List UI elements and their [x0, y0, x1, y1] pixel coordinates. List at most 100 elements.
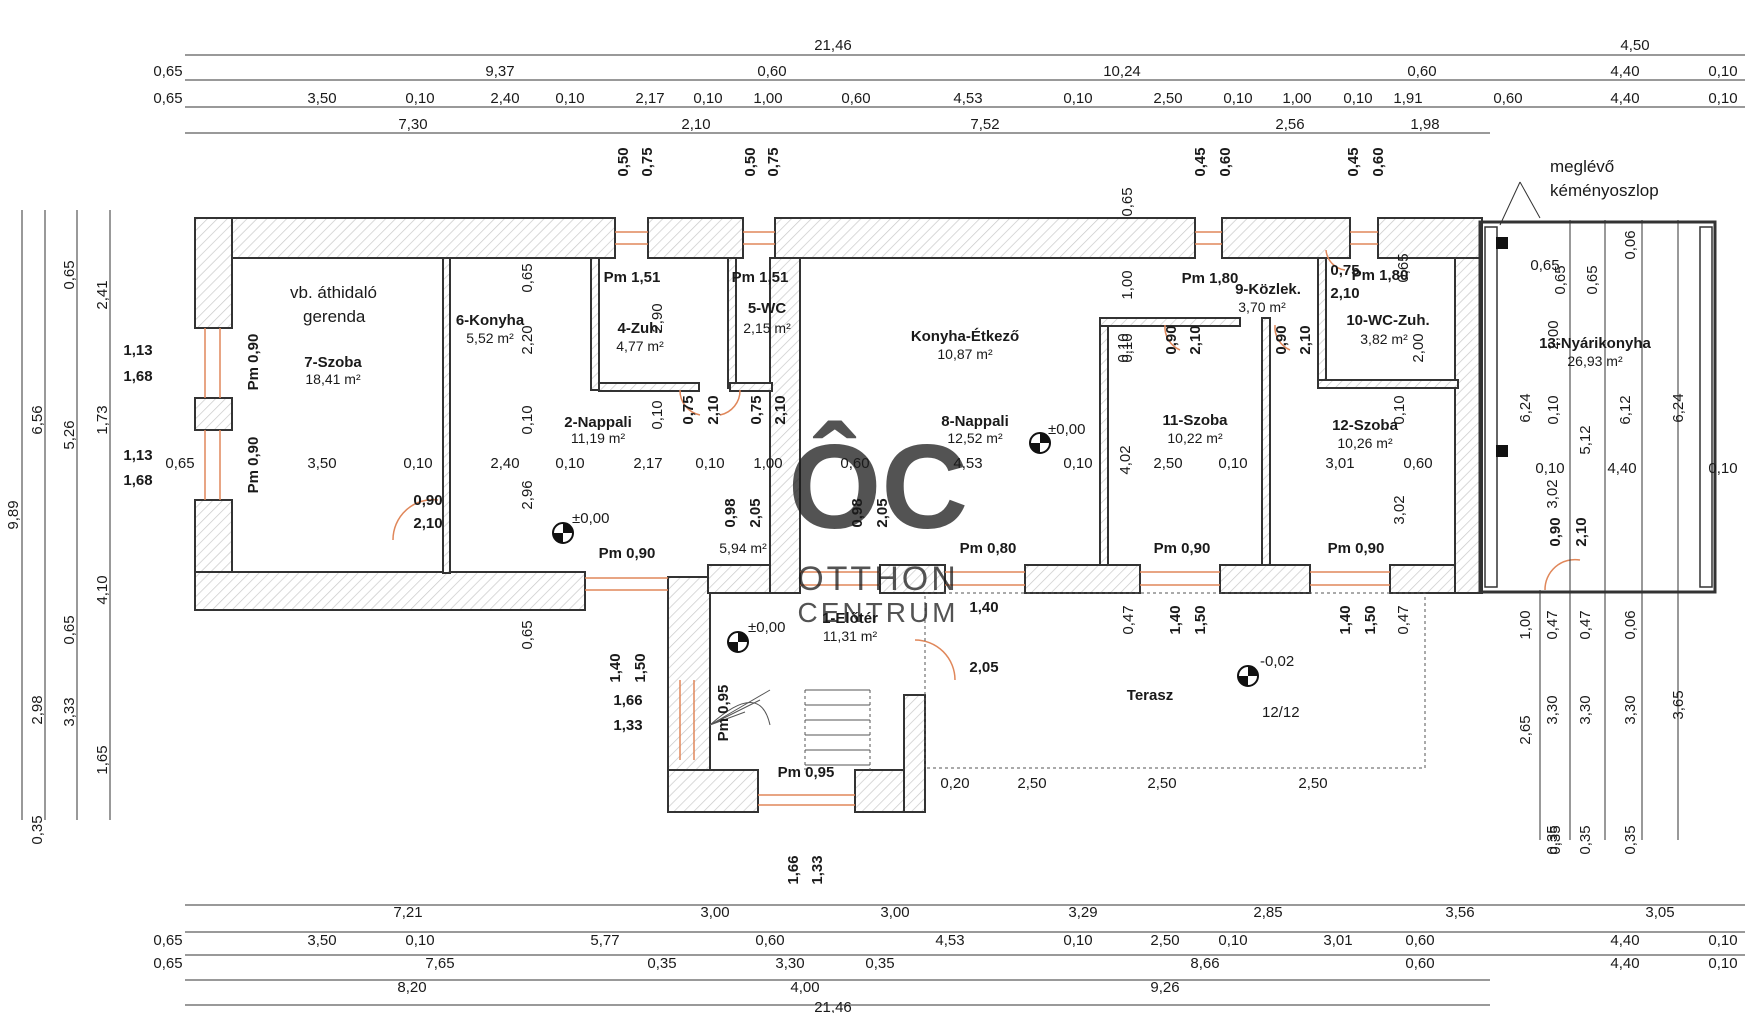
dimension-lines — [21, 54, 1745, 1006]
dimension-label: 6,12 — [1617, 395, 1634, 424]
room-area: 12,52 m² — [947, 430, 1003, 446]
opening-label: Pm 1,51 — [604, 269, 661, 286]
dimension-label: 1,13 — [123, 342, 152, 359]
dimension-label: 0,60 — [840, 455, 869, 472]
dimension-label: 0,35 — [1547, 825, 1564, 854]
dimension-label: 3,30 — [1544, 695, 1561, 724]
dimension-label: 6,24 — [1517, 393, 1534, 422]
dimension-label: 2,00 — [1545, 320, 1562, 349]
room-name: 1-Előtér — [822, 610, 878, 627]
dimension-label: 2,90 — [649, 303, 666, 332]
dimension-label: 0,10 — [1545, 395, 1562, 424]
dimension-label: 0,35 — [865, 955, 894, 972]
dimension-label: 2,20 — [519, 325, 536, 354]
opening-label: 0,65 — [1395, 253, 1412, 282]
opening-label: 1,66 — [785, 855, 802, 884]
dimension-label: 1,73 — [94, 405, 111, 434]
chimney-note: meglévő — [1550, 157, 1614, 176]
dimension-label: 0,65 — [153, 90, 182, 107]
dimension-label: 3,00 — [700, 904, 729, 921]
dimension-label: 0,65 — [519, 263, 536, 292]
opening-label: 0,50 — [615, 147, 632, 176]
opening-label: Pm 0,90 — [245, 334, 262, 391]
opening-label: Pm 0,90 — [1328, 540, 1385, 557]
level-label: ±0,00 — [748, 619, 785, 636]
room-area: 4,77 m² — [616, 338, 664, 354]
room-name: 11-Szoba — [1162, 412, 1228, 429]
beam-note: vb. áthidaló — [290, 283, 377, 302]
dimension-label: 0,10 — [519, 405, 536, 434]
room-name: 12-Szoba — [1332, 417, 1399, 434]
dimension-label: 0,10 — [1063, 932, 1092, 949]
dimension-label: 9,37 — [485, 63, 514, 80]
dimension-label: 21,46 — [814, 37, 852, 54]
opening-label: 0,45 — [1192, 147, 1209, 176]
dimension-label: 0,35 — [1544, 825, 1561, 854]
dimension-label: 0,10 — [1218, 932, 1247, 949]
room-area: 18,41 m² — [305, 371, 361, 387]
dimension-label: 0,10 — [649, 400, 666, 429]
dimension-label: 2,56 — [1275, 116, 1304, 133]
opening-label: 2,10 — [1187, 325, 1204, 354]
dimension-label: 3,56 — [1445, 904, 1474, 921]
dimension-label: 0,10 — [1708, 63, 1737, 80]
dimension-label: 0,35 — [1577, 825, 1594, 854]
dimension-label: 4,40 — [1610, 932, 1639, 949]
watermark: ÔC OTTHON CENTRUM — [788, 419, 968, 628]
opening-label: 0,90 — [1273, 325, 1290, 354]
dimension-label: 5,12 — [1577, 425, 1594, 454]
room-name: 4-Zuh. — [618, 320, 663, 337]
dimension-label: 2,17 — [635, 90, 664, 107]
room-area: 11,19 m² — [571, 430, 626, 446]
dimension-label: 4,40 — [1610, 63, 1639, 80]
dimension-label: 0,47 — [1577, 610, 1594, 639]
dimension-label: 0,10 — [1223, 90, 1252, 107]
dimension-label: 0,60 — [841, 90, 870, 107]
dimension-label: 0,60 — [1407, 63, 1436, 80]
dimension-label: 4,40 — [1610, 90, 1639, 107]
opening-label: 0,20 — [940, 775, 969, 792]
opening-label: Pm 0,90 — [599, 545, 656, 562]
dimension-label: 0,10 — [695, 455, 724, 472]
dimension-label: 0,47 — [1544, 610, 1561, 639]
dimension-label: 1,00 — [753, 455, 782, 472]
watermark-line: CENTRUM — [798, 597, 959, 628]
opening-label: 2,05 — [969, 659, 998, 676]
dimension-label: 0,10 — [403, 455, 432, 472]
opening-label: 1,40 — [1167, 605, 1184, 634]
dimension-label: 9,26 — [1150, 979, 1179, 996]
opening-label: 2,10 — [413, 515, 442, 532]
dimension-label: 2,85 — [1253, 904, 1282, 921]
dimension-label: 0,10 — [1218, 455, 1247, 472]
openings-frames — [204, 231, 1581, 806]
dimension-label: 2,65 — [1517, 715, 1534, 744]
dimension-label: 0,10 — [1708, 932, 1737, 949]
dimension-label: 2,40 — [490, 90, 519, 107]
opening-label: 0,75 — [639, 147, 656, 176]
opening-label: 0,60 — [1370, 147, 1387, 176]
dimension-label: 0,65 — [1584, 265, 1601, 294]
dimension-label: 3,30 — [1622, 695, 1639, 724]
opening-label: 1,33 — [613, 717, 642, 734]
opening-label: 2,00 — [1410, 333, 1427, 362]
opening-label: 0,98 — [849, 498, 866, 527]
dimension-label: 5,77 — [590, 932, 619, 949]
dimensions-right: 1,002,650,356,243,020,473,300,350,652,00… — [1517, 230, 1738, 854]
dimension-label: 0,65 — [153, 63, 182, 80]
dimension-label: 4,53 — [953, 90, 982, 107]
dimension-label: 0,35 — [647, 955, 676, 972]
dimension-label: 4,00 — [790, 979, 819, 996]
dimension-label: 0,60 — [1405, 932, 1434, 949]
dimension-label: 4,53 — [935, 932, 964, 949]
dimension-label: 4,40 — [1610, 955, 1639, 972]
opening-label: 2,50 — [1017, 775, 1046, 792]
opening-label: 1,50 — [1362, 605, 1379, 634]
opening-label: 0,75 — [1330, 262, 1359, 279]
watermark-line: OTTHON — [797, 560, 959, 598]
dimension-label: 0,65 — [165, 455, 194, 472]
room-area: 11,31 m² — [823, 628, 878, 644]
terrace-and-stairs — [709, 592, 1426, 770]
